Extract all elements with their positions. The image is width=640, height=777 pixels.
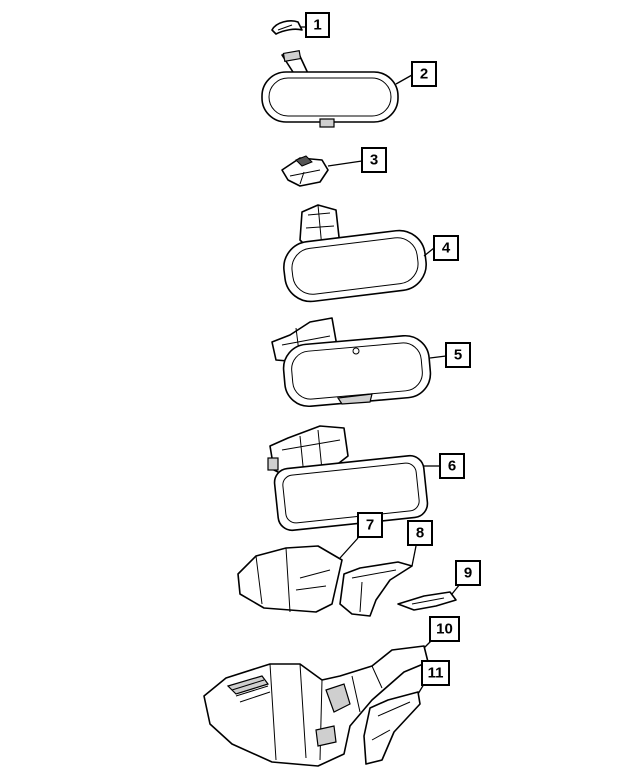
callout-7-label: 7 — [366, 517, 374, 534]
callout-3-label: 3 — [370, 152, 378, 169]
part-6-mirror-camera[interactable] — [267, 425, 429, 532]
callout-5[interactable]: 5 — [445, 342, 471, 368]
callout-1[interactable]: 1 — [305, 12, 330, 38]
leader-4 — [423, 247, 435, 257]
callout-10-label: 10 — [436, 621, 453, 638]
part-8-lower-cover[interactable] — [339, 561, 413, 617]
callout-5-label: 5 — [454, 347, 462, 364]
part-9-trim-piece[interactable] — [397, 591, 457, 611]
callout-4-label: 4 — [442, 240, 451, 257]
leader-8 — [411, 545, 417, 567]
callout-6-label: 6 — [448, 458, 456, 475]
callout-1-label: 1 — [313, 17, 321, 34]
part-7-upper-cover[interactable] — [237, 545, 343, 613]
callout-8-label: 8 — [416, 525, 424, 542]
callout-11-label: 11 — [428, 665, 444, 682]
part-11-side-trim[interactable] — [363, 691, 421, 765]
callout-2[interactable]: 2 — [411, 61, 437, 87]
part-1-clip[interactable] — [271, 20, 303, 35]
callout-2-label: 2 — [420, 66, 428, 83]
part-5-mirror-auto-dim[interactable] — [271, 317, 432, 408]
part-4-mirror-assembly[interactable] — [281, 204, 429, 304]
part-3-mount-bracket[interactable] — [281, 155, 329, 187]
callout-8[interactable]: 8 — [407, 520, 433, 546]
callout-3[interactable]: 3 — [361, 147, 387, 173]
callout-11[interactable]: 11 — [421, 660, 450, 686]
leader-5 — [429, 355, 447, 359]
callout-6[interactable]: 6 — [439, 453, 465, 479]
callout-10[interactable]: 10 — [429, 616, 460, 642]
callout-9[interactable]: 9 — [455, 560, 481, 586]
part-2-mirror-basic[interactable] — [261, 49, 399, 128]
part-10-console-housing[interactable] — [203, 645, 429, 767]
leader-2 — [395, 74, 413, 85]
leader-7 — [339, 537, 359, 559]
callout-4[interactable]: 4 — [433, 235, 459, 261]
leader-lines — [300, 26, 461, 695]
leader-3 — [327, 160, 363, 167]
callout-9-label: 9 — [464, 565, 472, 582]
callout-7[interactable]: 7 — [357, 512, 383, 538]
